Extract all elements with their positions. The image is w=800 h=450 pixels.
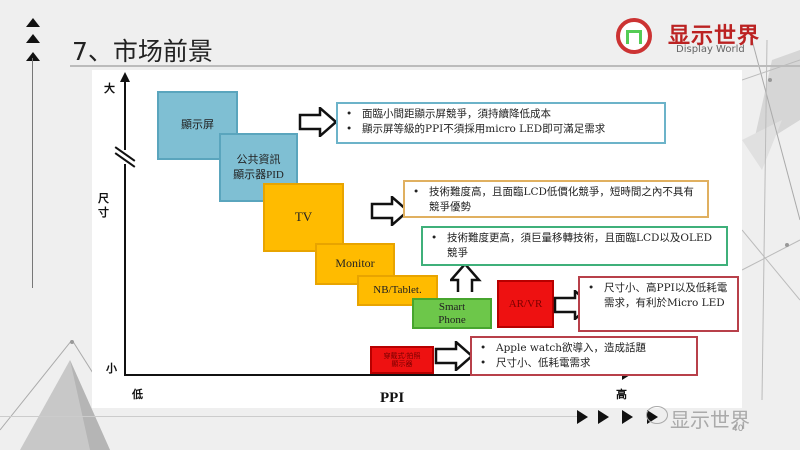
logo-chinese-text: 显示世界 [668, 23, 761, 49]
y-axis-label: 尺寸 [98, 192, 109, 219]
x-axis-label: PPI [380, 390, 405, 406]
arrow-right-icon [370, 196, 410, 226]
decor-polygon-right [742, 40, 800, 400]
x-axis-left-label: 低 [132, 388, 143, 401]
y-axis-arrow-icon [120, 72, 130, 82]
box-smartphone: Smart Phone [412, 298, 492, 329]
page-title: 7、市场前景 [72, 37, 213, 66]
display-world-logo-icon [616, 18, 652, 54]
box-monitor: Monitor [315, 243, 395, 285]
triangle-right-icon [577, 410, 588, 424]
note-tv: 技術難度高，且面臨LCD低價化競爭，短時間之內不具有競爭優勢 [403, 180, 709, 218]
note-smartphone: 技術難度更高，須巨量移轉技術，且面臨LCD以及OLED競爭 [421, 226, 728, 266]
x-axis [124, 374, 626, 376]
arrow-right-icon [434, 341, 474, 371]
triangle-icon [26, 52, 40, 61]
decor-line [32, 58, 33, 288]
triangle-icon [26, 18, 40, 27]
triangle-right-icon [622, 410, 633, 424]
note-display: 面臨小間距顯示屏競爭，須持續降低成本 顯示屏等級的PPI不須採用micro LE… [336, 102, 666, 144]
y-axis-bottom-label: 小 [106, 362, 117, 375]
wechat-icon [646, 406, 668, 424]
x-axis-right-label: 高 [616, 388, 627, 401]
y-axis-top-label: 大 [104, 82, 115, 95]
box-display-wall: 顯示屏 [157, 91, 238, 160]
box-ar-vr: AR/VR [497, 280, 554, 328]
note-ar-vr: 尺寸小、高PPI以及低耗電需求，有利於Micro LED [578, 276, 739, 332]
arrow-up-icon [450, 262, 482, 292]
y-axis [124, 78, 126, 376]
box-tv: TV [263, 183, 344, 252]
title-divider [70, 65, 800, 67]
decor-polygon-bottom-left [0, 340, 110, 450]
note-wearable: Apple watch欲導入，造成話題 尺寸小、低耗電需求 [470, 336, 698, 376]
triangle-right-icon [598, 410, 609, 424]
box-wearable: 穿戴式/拍照 顯示器 [370, 346, 434, 374]
page-number: 40 [732, 424, 744, 434]
logo-english-text: Display World [676, 44, 745, 55]
arrow-right-icon [298, 107, 338, 137]
axis-break-icon [114, 146, 136, 168]
triangle-icon [26, 34, 40, 43]
footer-divider [0, 416, 580, 417]
wechat-account-name: 显示世界 [670, 408, 750, 432]
